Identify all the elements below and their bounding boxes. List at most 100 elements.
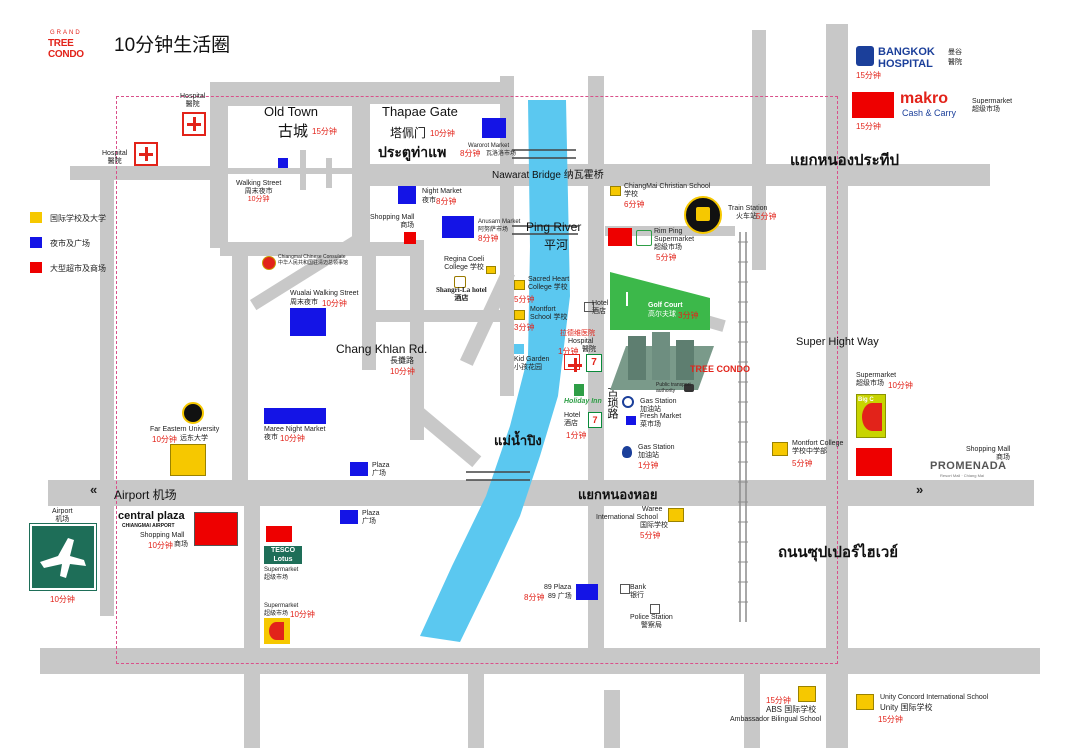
legend-swatch-market	[30, 237, 42, 248]
tesco-marker	[266, 526, 292, 542]
oldtown-wall-right	[352, 88, 370, 248]
seven-eleven-icon: 7	[586, 354, 602, 372]
legend-label-school: 国际学校及大学	[50, 214, 106, 223]
fresh-market-marker	[626, 416, 636, 425]
unity-label: Unity Concord International School	[880, 694, 989, 701]
vertical-road-cn: 古琐路	[606, 386, 618, 419]
bangkok-hospital-cn2: 醫院	[948, 59, 962, 66]
seven-eleven-icon: 7	[588, 412, 602, 428]
central-sub: CHIANGMAI AIRPORT	[122, 523, 175, 529]
condo-building-icon	[609, 332, 715, 390]
sacred-heart-marker	[514, 280, 525, 290]
waree-marker	[668, 508, 684, 522]
golf-min: 3分钟	[678, 311, 699, 320]
changklan-cn: 長攤路	[390, 356, 414, 365]
train-min: 5分钟	[756, 212, 777, 221]
railway	[738, 232, 748, 622]
bangkok-hospital-min: 15分钟	[856, 71, 881, 80]
road-bottom	[40, 648, 1040, 674]
tesco-logo-icon: TESCO Lotus	[264, 546, 302, 564]
plaza89-min: 8分钟	[524, 593, 545, 602]
legend-label-market: 夜市及广场	[50, 239, 90, 248]
night-market-min: 8分钟	[436, 197, 457, 206]
promenada-sub: Resort Mall · Chiang Mai	[940, 473, 985, 478]
wualai-label: Wualai Walking Street	[290, 290, 359, 297]
road-v-riverw	[500, 76, 514, 396]
promenada-marker	[856, 448, 892, 476]
central-brand: central plaza	[118, 510, 185, 522]
shangrila-logo-icon	[454, 276, 466, 288]
superhighway-label: Super Hight Way	[796, 336, 879, 348]
night-market-marker	[398, 186, 416, 204]
warorot-min: 8分钟	[460, 149, 481, 158]
superc-min: 10分钟	[290, 610, 315, 619]
bigc-brand: Big C	[858, 397, 874, 403]
unity-cn: Unity 国际学校	[880, 703, 933, 712]
regina-marker	[486, 266, 496, 274]
bangkok-hospital-logo-icon	[856, 46, 874, 66]
airport-min: 10分钟	[50, 595, 75, 604]
road-v-oldtown-r	[362, 250, 376, 370]
cmcs-marker	[610, 186, 621, 196]
oldtown-wall-left	[210, 88, 228, 248]
gas-station1-icon	[622, 396, 634, 408]
rimping-marker	[608, 228, 632, 246]
road-hosp-h	[605, 226, 735, 236]
transport-icon	[684, 384, 694, 392]
bigc-logo-icon	[856, 394, 886, 438]
road-v-west	[100, 176, 114, 616]
night-market-cn: 夜市	[422, 197, 436, 204]
wualai-marker	[290, 308, 326, 336]
night-market-label: Night Market	[422, 188, 462, 195]
arrow-right-icon: »	[916, 482, 924, 497]
warorot-cn: 瓦洛洛市场	[486, 151, 517, 157]
montfort-min: 3分钟	[514, 323, 535, 332]
old-town-min: 15分钟	[312, 127, 337, 136]
lanna-cn2: 醫院	[582, 346, 596, 353]
warorot-label: Warorot Market	[468, 143, 510, 149]
makro-sub: Cash & Carry	[902, 108, 957, 118]
airplane-icon	[29, 523, 97, 591]
thapae-thai: ประตูท่าแพ	[378, 145, 447, 161]
thai-nongprathip: แยกหนองประทีป	[790, 151, 900, 169]
makro-min: 15分钟	[856, 122, 881, 131]
hospital-cross-icon	[134, 142, 158, 166]
road-v-changklan	[232, 250, 248, 480]
makro-brand: makro	[900, 90, 949, 107]
abs-marker	[798, 686, 816, 702]
nawarat-bridge: Nawarat Bridge 纳瓦霍桥	[492, 170, 604, 181]
road-mid-h	[365, 310, 505, 322]
plaza2-marker	[340, 510, 358, 524]
shopping-mall-marker	[404, 232, 416, 244]
police-marker	[650, 604, 660, 614]
legend-swatch-school	[30, 212, 42, 223]
unity-marker	[856, 694, 874, 710]
road-v-south3	[604, 690, 620, 748]
rimping-logo-icon	[636, 230, 652, 246]
bangkok-hospital-brand1: BANGKOK	[878, 46, 935, 58]
road-airport	[48, 480, 1034, 506]
waree-label: Waree	[642, 506, 663, 513]
golf-cn: 高尔夫球	[648, 311, 676, 318]
abs-label2: Ambassador Bilingual School	[730, 716, 822, 723]
thai-maeping: แม่น้ำปิง	[494, 434, 542, 449]
